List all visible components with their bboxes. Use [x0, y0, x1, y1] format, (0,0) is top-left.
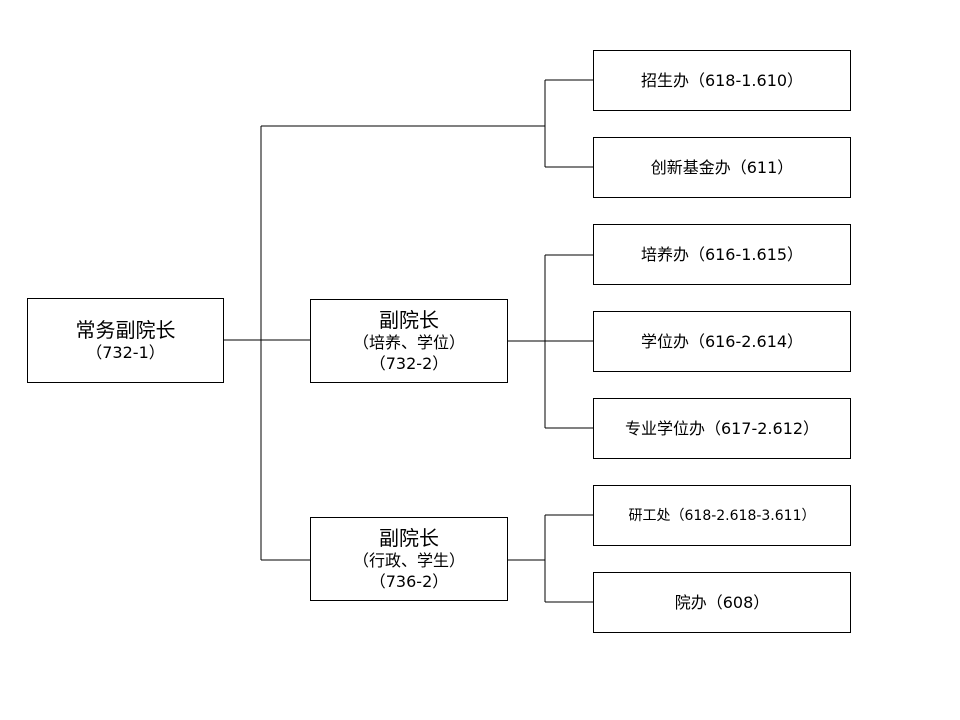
root-node: 常务副院长 （732-1） [27, 298, 224, 383]
office-admissions: 招生办（618-1.610） [593, 50, 851, 111]
vp-training-title: 副院长 [379, 308, 439, 332]
root-code: （732-1） [86, 343, 165, 362]
office-dean-office-label: 院办（608） [674, 592, 770, 612]
office-professional-degree-label: 专业学位办（617-2.612） [624, 418, 820, 438]
office-innovation-fund: 创新基金办（611） [593, 137, 851, 198]
office-training-label: 培养办（616-1.615） [640, 244, 804, 264]
vp-admin-node: 副院长 （行政、学生） （736-2） [310, 517, 508, 601]
office-training: 培养办（616-1.615） [593, 224, 851, 285]
vp-training-node: 副院长 （培养、学位） （732-2） [310, 299, 508, 383]
root-title: 常务副院长 [75, 318, 176, 342]
vp-admin-code: （736-2） [369, 572, 449, 591]
vp-admin-title: 副院长 [379, 526, 439, 550]
office-student-affairs-label: 研工处（618-2.618-3.611） [628, 507, 816, 524]
vp-admin-scope: （行政、学生） [352, 551, 465, 570]
vp-training-scope: （培养、学位） [352, 333, 465, 352]
office-degree-label: 学位办（616-2.614） [640, 331, 804, 351]
office-student-affairs: 研工处（618-2.618-3.611） [593, 485, 851, 546]
office-degree: 学位办（616-2.614） [593, 311, 851, 372]
office-innovation-fund-label: 创新基金办（611） [650, 157, 794, 177]
office-professional-degree: 专业学位办（617-2.612） [593, 398, 851, 459]
office-admissions-label: 招生办（618-1.610） [640, 70, 804, 90]
vp-training-code: （732-2） [369, 354, 449, 373]
office-dean-office: 院办（608） [593, 572, 851, 633]
